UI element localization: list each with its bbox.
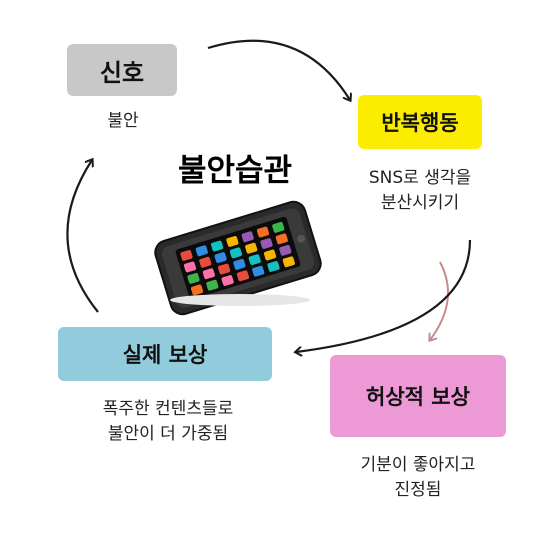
app-tile — [195, 245, 208, 257]
app-tile — [183, 261, 197, 273]
repeat-behavior-description: SNS로 생각을 분산시키기 — [368, 168, 472, 213]
app-tile — [248, 254, 261, 266]
app-tile — [202, 268, 215, 280]
app-tile — [241, 231, 254, 243]
arrow-actual-to-signal — [66, 160, 99, 313]
signal-label: 신호 — [99, 58, 145, 87]
app-tile — [206, 279, 219, 291]
app-tile — [236, 270, 250, 282]
app-tile — [214, 252, 227, 263]
diagram-title: 불안습관 — [177, 153, 293, 189]
app-tile — [180, 250, 193, 261]
app-tile — [282, 256, 295, 268]
arrow-to-actual — [296, 239, 472, 352]
arrow-repeat-to-false — [430, 261, 449, 340]
false-reward-label: 허상적 보상 — [366, 385, 470, 409]
false-reward-box: 허상적 보상 — [330, 355, 506, 437]
arrow-signal-to-repeat — [207, 39, 350, 100]
app-tile — [221, 275, 234, 286]
app-tile — [263, 249, 277, 261]
repeat-behavior-box: 반복행동 — [358, 95, 482, 149]
app-tile — [272, 221, 285, 233]
signal-box: 신호 — [67, 44, 177, 96]
actual-reward-box: 실제 보상 — [58, 327, 272, 381]
app-tile — [233, 258, 246, 270]
actual-reward-description: 폭주한 컨텐츠들로 불안이 더 가중됨 — [102, 399, 234, 444]
app-tile — [218, 263, 231, 275]
app-tile — [279, 244, 292, 256]
actual-reward-label: 실제 보상 — [122, 343, 208, 367]
app-tile — [226, 235, 239, 247]
app-tile — [211, 240, 224, 252]
app-tile — [187, 272, 200, 284]
app-tile — [252, 265, 265, 277]
app-tile — [267, 261, 280, 272]
app-tile — [245, 242, 258, 254]
app-tile — [199, 256, 212, 268]
app-tile — [260, 238, 273, 249]
signal-description: 불안 — [107, 111, 139, 131]
app-tile — [275, 233, 288, 245]
repeat-behavior-label: 반복행동 — [381, 111, 459, 135]
app-tile — [190, 284, 204, 296]
app-tile — [229, 247, 242, 259]
false-reward-description: 기분이 좋아지고 진정됨 — [360, 455, 476, 500]
app-tile — [256, 226, 270, 238]
